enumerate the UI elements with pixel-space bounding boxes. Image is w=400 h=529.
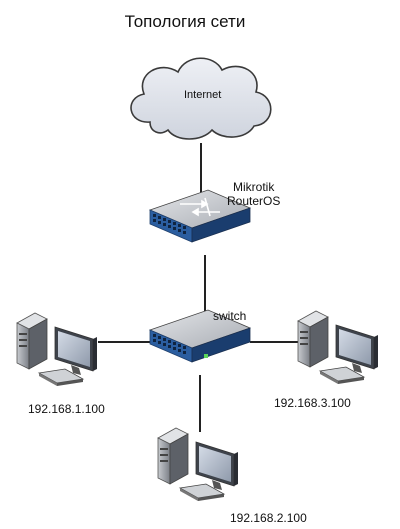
router-label-line1: Mikrotik	[233, 180, 275, 194]
computer-icon	[16, 312, 98, 387]
router-icon	[149, 189, 251, 243]
computer-icon	[297, 310, 379, 385]
computer-icon	[157, 427, 239, 502]
internet-label: Internet	[184, 89, 222, 101]
cloud-icon	[130, 57, 272, 140]
pc2-ip-label: 192.168.2.100	[230, 511, 307, 525]
pc3-ip-label: 192.168.3.100	[274, 396, 351, 410]
diagram-title: Топология сети	[124, 12, 246, 31]
switch-label: switch	[213, 309, 247, 323]
pc1-ip-label: 192.168.1.100	[28, 402, 105, 416]
links	[98, 143, 302, 432]
switch-icon	[149, 309, 251, 363]
router-label-line2: RouterOS	[227, 194, 281, 208]
